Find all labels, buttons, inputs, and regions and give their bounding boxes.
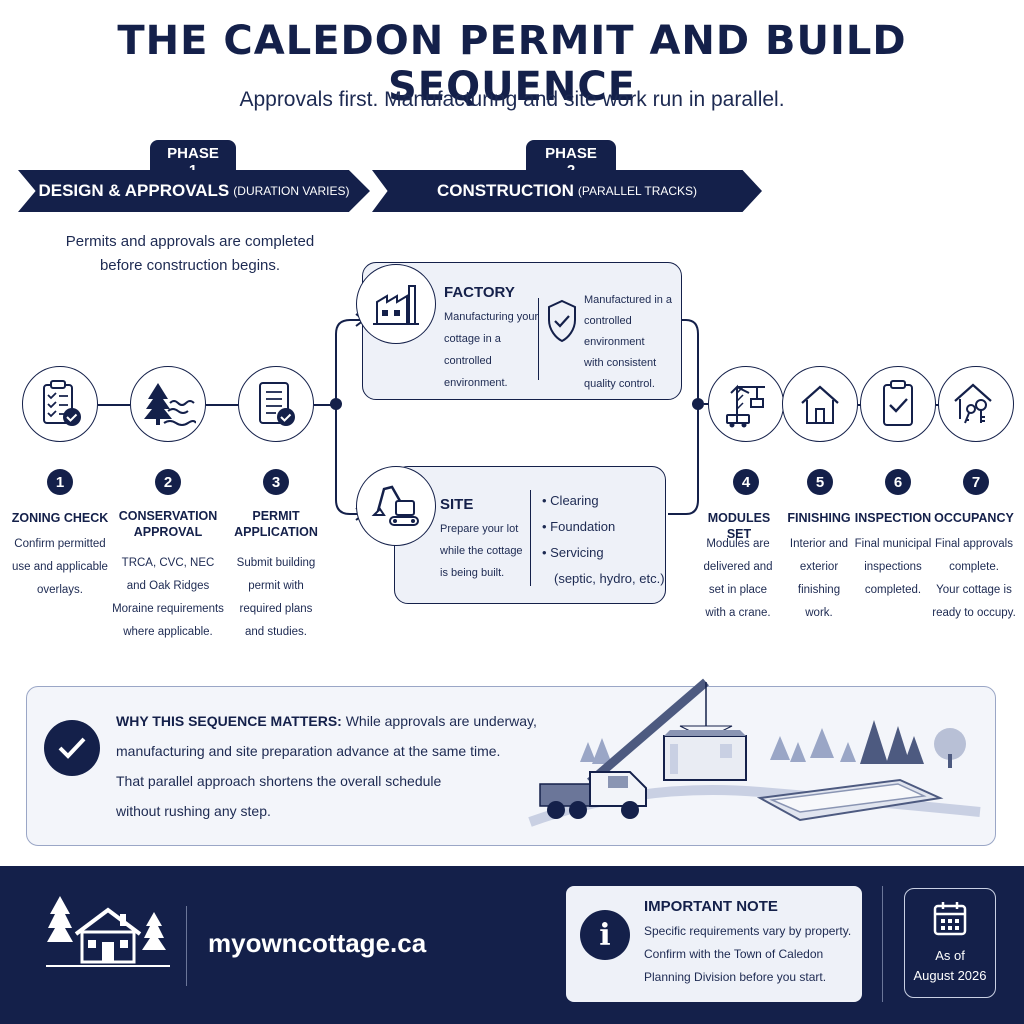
- step-7-desc: Final approvals complete. Your cottage i…: [932, 538, 1016, 619]
- factory-icon: [373, 285, 419, 325]
- footer-divider: [186, 906, 187, 986]
- checkmark-icon: [44, 720, 100, 776]
- step-7-title: OCCUPANCY: [934, 511, 1014, 525]
- phase1-note: (DURATION VARIES): [233, 184, 350, 198]
- step-3-number: 3: [263, 469, 289, 495]
- page-subtitle: Approvals first. Manufacturing and site …: [239, 88, 785, 111]
- note-title: IMPORTANT NOTE: [644, 898, 778, 915]
- document-check-icon: [259, 382, 295, 426]
- step-3-desc: Submit building permit with required pla…: [236, 557, 316, 638]
- factory-extra: Manufactured in a controlled environment…: [584, 294, 673, 390]
- step-4-number: 4: [733, 469, 759, 495]
- step-6-title: INSPECTION: [854, 511, 932, 525]
- phase2-banner: CONSTRUCTION (PARALLEL TRACKS): [372, 170, 762, 212]
- connector-line: [98, 404, 130, 406]
- house-icon: [801, 385, 839, 424]
- why-text: WHY THIS SEQUENCE MATTERS: While approva…: [116, 713, 537, 819]
- step-1-desc: Confirm permitted use and applicable ove…: [12, 538, 108, 596]
- site-divider: [530, 490, 531, 586]
- step-1-title: ZONING CHECK: [11, 511, 109, 525]
- as-of-date: As of August 2026: [913, 948, 987, 983]
- clipboard-check-icon: [883, 380, 913, 426]
- footer-divider: [882, 886, 883, 1002]
- house-keys-icon: [954, 383, 992, 424]
- step-1-number: 1: [47, 469, 73, 495]
- phase1-title: DESIGN & APPROVALS: [38, 181, 230, 200]
- step-5-desc: Interior and exterior finishing work.: [789, 538, 849, 619]
- site-circle: [356, 466, 436, 546]
- step-2-title: CONSERVATION APPROVAL: [118, 509, 218, 539]
- note-text: Specific requirements vary by property. …: [644, 924, 852, 984]
- step-6-number: 6: [885, 469, 911, 495]
- factory-divider: [538, 298, 539, 380]
- step-2-desc: TRCA, CVC, NEC and Oak Ridges Moraine re…: [112, 557, 224, 638]
- crane-icon: [726, 384, 765, 428]
- page-title: THE CALEDON PERMIT AND BUILD SEQUENCE: [117, 18, 907, 110]
- phase2-note: (PARALLEL TRACKS): [577, 184, 698, 198]
- calendar-icon: [933, 902, 967, 936]
- connector-line: [314, 404, 338, 406]
- site-desc: Prepare your lot while the cottage is be…: [440, 523, 523, 579]
- step-6-desc: Final municipal inspections completed.: [854, 538, 932, 596]
- clipboard-checklist-icon: [43, 380, 81, 426]
- phase1-banner: DESIGN & APPROVALS (DURATION VARIES): [18, 170, 370, 212]
- step-5-title: FINISHING: [787, 511, 851, 525]
- step-6-circle: [860, 366, 936, 442]
- step-2-number: 2: [155, 469, 181, 495]
- info-icon: i: [580, 910, 630, 960]
- step-4-title: MODULES SET: [707, 511, 771, 541]
- step-2-circle: [130, 366, 206, 442]
- factory-title: FACTORY: [444, 284, 515, 301]
- brand-link[interactable]: myowncottage.ca: [208, 928, 427, 958]
- step-3-title: PERMIT APPLICATION: [234, 509, 318, 539]
- factory-desc: Manufacturing your cottage in a controll…: [444, 311, 539, 389]
- site-title: SITE: [440, 496, 474, 513]
- why-heading: WHY THIS SEQUENCE MATTERS:: [116, 713, 342, 729]
- factory-circle: [356, 264, 436, 344]
- step-5-number: 5: [807, 469, 833, 495]
- step-4-desc: Modules are delivered and set in place w…: [703, 538, 773, 619]
- step-1-circle: [22, 366, 98, 442]
- crane-truck-illustration: [528, 678, 981, 827]
- phase1-caption: Permits and approvals are completed befo…: [65, 233, 315, 274]
- date-box: [904, 888, 996, 998]
- step-4-circle: [708, 366, 784, 442]
- why-sequence-box: [26, 686, 996, 846]
- site-bullets: • Clearing • Foundation • Servicing (sep…: [542, 493, 665, 586]
- phase2-title: CONSTRUCTION: [436, 181, 574, 200]
- step-7-number: 7: [963, 469, 989, 495]
- excavator-icon: [371, 485, 419, 526]
- connector-line: [206, 404, 238, 406]
- shield-check-icon: [548, 299, 576, 343]
- cottage-logo-icon: [46, 896, 170, 967]
- step-5-circle: [782, 366, 858, 442]
- step-7-circle: [938, 366, 1014, 442]
- tree-water-icon: [144, 383, 196, 426]
- step-3-circle: [238, 366, 314, 442]
